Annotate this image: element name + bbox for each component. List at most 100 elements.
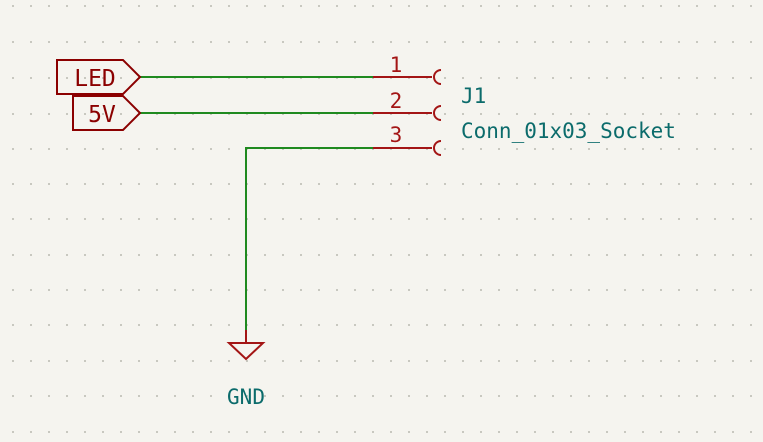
grid-dot (444, 218, 446, 220)
grid-dot (534, 395, 536, 397)
grid-dot (732, 183, 734, 185)
grid-dot (624, 148, 626, 150)
grid-dot (750, 41, 752, 43)
grid-dot (174, 431, 176, 433)
grid-dot (498, 360, 500, 362)
ground-icon (226, 342, 266, 361)
grid-dot (84, 395, 86, 397)
grid-dot (480, 148, 482, 150)
grid-dot (480, 431, 482, 433)
grid-dot (408, 41, 410, 43)
connector-value[interactable]: Conn_01x03_Socket (461, 119, 676, 143)
grid-dot (48, 431, 50, 433)
grid-dot (210, 431, 212, 433)
grid-dot (714, 41, 716, 43)
grid-dot (606, 254, 608, 256)
grid-dot (408, 324, 410, 326)
grid-dot (516, 218, 518, 220)
grid-dot (66, 148, 68, 150)
grid-dot (228, 289, 230, 291)
grid-dot (678, 360, 680, 362)
grid-dot (462, 289, 464, 291)
global-label-5v-text: 5V (88, 102, 116, 128)
grid-dot (552, 395, 554, 397)
grid-dot (426, 183, 428, 185)
grid-dot (12, 183, 14, 185)
grid-dot (660, 395, 662, 397)
grid-dot (642, 431, 644, 433)
grid-dot (444, 360, 446, 362)
grid-dot (138, 395, 140, 397)
grid-dot (300, 395, 302, 397)
grid-dot (516, 324, 518, 326)
grid-dot (570, 395, 572, 397)
grid-dot (120, 41, 122, 43)
power-symbol-gnd[interactable]: GND (226, 330, 266, 409)
grid-dot (408, 254, 410, 256)
grid-dot (300, 218, 302, 220)
grid-dot (102, 5, 104, 7)
grid-dot (588, 289, 590, 291)
grid-dot (102, 431, 104, 433)
grid-dot (192, 218, 194, 220)
grid-dot (678, 183, 680, 185)
grid-dot (66, 289, 68, 291)
grid-dot (264, 360, 266, 362)
grid-dot (570, 218, 572, 220)
connector-j1[interactable]: 1 2 3 J1 Conn_01x03_Socket (373, 53, 676, 156)
grid-dot (120, 218, 122, 220)
grid-dot (696, 183, 698, 185)
grid-dot (534, 148, 536, 150)
grid-dot (372, 360, 374, 362)
global-label-5v[interactable]: 5V (72, 95, 142, 131)
grid-dot (516, 289, 518, 291)
grid-dot (750, 77, 752, 79)
grid-dot (318, 183, 320, 185)
grid-dot (498, 77, 500, 79)
grid-dot (354, 41, 356, 43)
grid-dots (12, 5, 752, 433)
grid-dot (606, 5, 608, 7)
grid-dot (156, 254, 158, 256)
grid-dot (372, 183, 374, 185)
grid-dot (696, 324, 698, 326)
grid-dot (624, 289, 626, 291)
grid-dot (696, 360, 698, 362)
grid-dot (444, 324, 446, 326)
grid-dot (660, 324, 662, 326)
grid-dot (390, 289, 392, 291)
grid-dot (48, 41, 50, 43)
grid-dot (120, 395, 122, 397)
wire-gnd[interactable] (245, 147, 373, 330)
grid-dot (588, 324, 590, 326)
grid-dot (390, 218, 392, 220)
grid-dot (282, 254, 284, 256)
global-label-led[interactable]: LED (56, 59, 142, 95)
grid-dot (102, 218, 104, 220)
grid-dot (390, 254, 392, 256)
grid-dot (606, 360, 608, 362)
grid-dot (714, 324, 716, 326)
grid-dot (678, 395, 680, 397)
grid-dot (642, 218, 644, 220)
grid-dot (408, 360, 410, 362)
grid-dot (624, 77, 626, 79)
grid-dot (480, 77, 482, 79)
grid-dot (174, 183, 176, 185)
grid-dot (624, 324, 626, 326)
grid-dot (66, 5, 68, 7)
grid-dot (462, 41, 464, 43)
connector-reference[interactable]: J1 (461, 84, 486, 108)
grid-dot (660, 360, 662, 362)
grid-dot (354, 183, 356, 185)
grid-dot (354, 218, 356, 220)
grid-dot (30, 5, 32, 7)
grid-dot (552, 183, 554, 185)
grid-dot (750, 148, 752, 150)
grid-dot (444, 41, 446, 43)
grid-dot (516, 360, 518, 362)
grid-dot (264, 5, 266, 7)
grid-dot (318, 218, 320, 220)
